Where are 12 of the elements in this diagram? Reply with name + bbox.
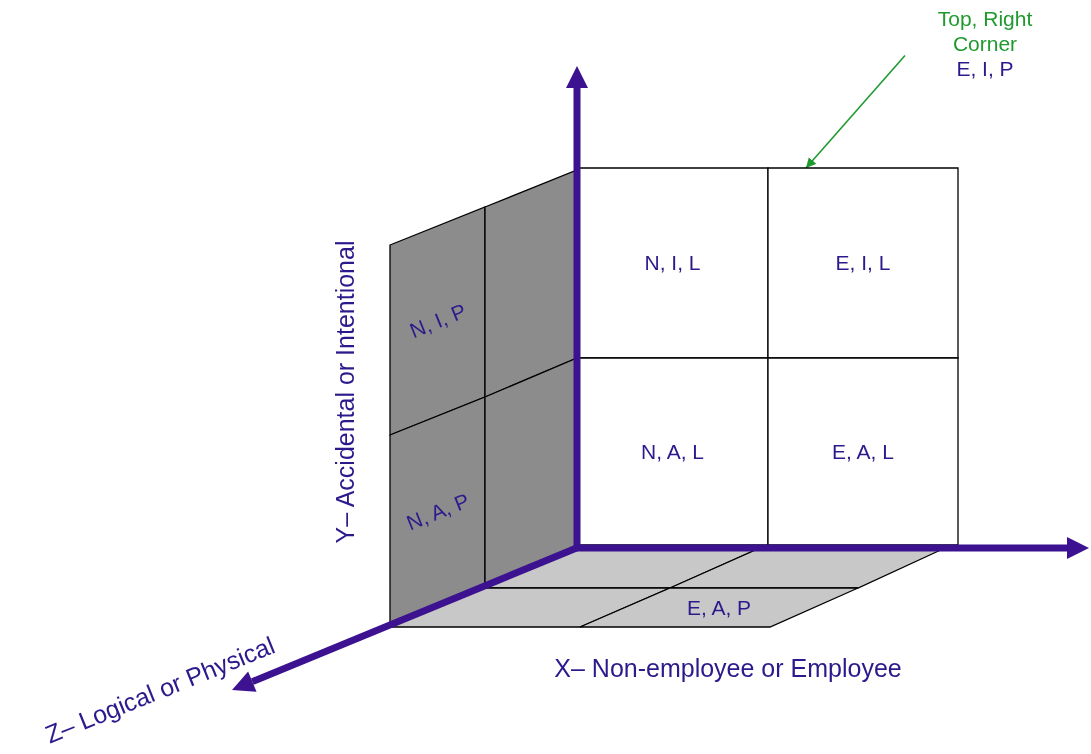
- callout-code: E, I, P: [955, 56, 1015, 81]
- callout-arrow: [805, 54, 906, 169]
- cell-label: E, A, P: [686, 595, 752, 620]
- cell-label: N, A, P: [402, 488, 473, 536]
- cell-label: N, I, L: [644, 251, 701, 275]
- cell-label: E, I, L: [835, 251, 891, 275]
- callout-text: Top, Right Corner: [936, 6, 1034, 56]
- cell-label: N, A, L: [641, 439, 704, 464]
- cell-label: E, A, L: [832, 439, 894, 464]
- cell-label: N, I, P: [405, 298, 470, 344]
- y-axis-label: Y– Accidental or Intentional: [330, 240, 360, 544]
- x-axis-label: X– Non-employee or Employee: [554, 653, 902, 683]
